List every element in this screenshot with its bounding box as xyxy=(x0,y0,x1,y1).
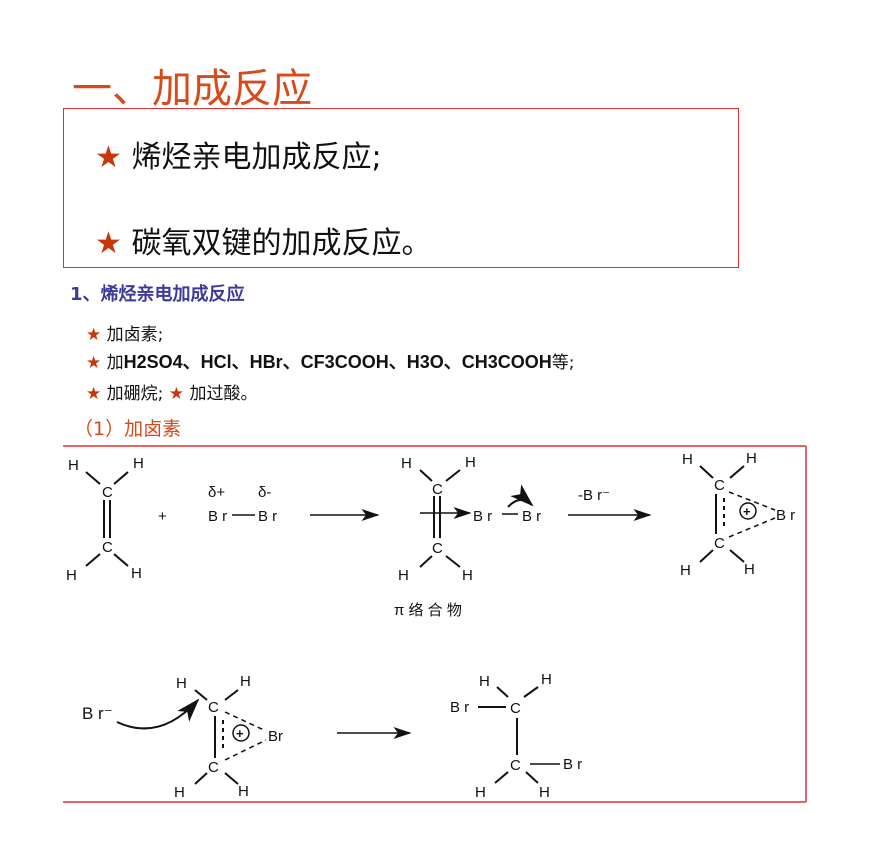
atom-h: H xyxy=(541,671,552,688)
summary-box xyxy=(63,108,739,268)
bullet: ★ 加H2SO4、HCl、HBr、CF3COOH、H3O、CH3COOH等; xyxy=(86,348,574,374)
atom-c: C xyxy=(208,699,219,716)
reagent-list: H2SO4、HCl、HBr、CF3COOH、H3O、CH3COOH xyxy=(123,352,552,372)
atom-h: H xyxy=(176,675,187,692)
atom-h: H xyxy=(680,562,691,579)
atom-h: H xyxy=(398,567,409,584)
star-icon: ★ xyxy=(168,384,185,404)
atom-h: H xyxy=(744,561,755,578)
page-title: 一、加成反应 xyxy=(72,66,312,112)
star-icon: ★ xyxy=(86,325,102,345)
star-icon: ★ xyxy=(95,140,122,175)
pi-complex-label: π 络 合 物 xyxy=(394,602,462,619)
atom-br: B r xyxy=(522,508,541,525)
positive-charge-icon: + xyxy=(236,726,244,741)
atom-c: C xyxy=(432,481,443,498)
atom-h: H xyxy=(238,783,249,800)
bullet-text: 等; xyxy=(551,353,575,373)
atom-c: C xyxy=(208,759,219,776)
atom-br: B r xyxy=(208,508,227,525)
atom-h: H xyxy=(68,457,79,474)
atom-h: H xyxy=(539,784,550,801)
bullet-text: 加过酸。 xyxy=(189,384,258,404)
atom-c: C xyxy=(510,700,521,717)
delta-minus: δ- xyxy=(258,484,271,501)
star-icon: ★ xyxy=(86,353,102,373)
bullet-text: 加卤素; xyxy=(106,325,164,345)
atom-h: H xyxy=(174,784,185,801)
atom-c: C xyxy=(510,757,521,774)
section-heading: （1）加卤素 xyxy=(74,418,182,440)
atom-h: H xyxy=(133,455,144,472)
star-icon: ★ xyxy=(95,226,122,261)
atom-labels: H H C C H H + δ+ δ- B r B r H H C C H H … xyxy=(66,450,795,801)
box-item-text: 烯烃亲电加成反应; xyxy=(131,140,382,175)
bullet: ★ 加硼烷; ★ 加过酸。 xyxy=(86,379,257,404)
atom-c: C xyxy=(714,477,725,494)
box-item: ★ 烯烃亲电加成反应; xyxy=(95,132,382,176)
atom-c: C xyxy=(432,540,443,557)
subheading: 1、烯烃亲电加成反应 xyxy=(70,284,245,305)
leaving-bromide-label: -B r⁻ xyxy=(578,487,610,504)
atom-c: C xyxy=(714,535,725,552)
bullet-text: 加 xyxy=(106,353,124,373)
bromide-ion: B r⁻ xyxy=(82,704,113,723)
atom-c: C xyxy=(102,539,113,556)
atom-h: H xyxy=(240,673,251,690)
box-item-text: 碳氧双键的加成反应。 xyxy=(131,226,432,261)
atom-h: H xyxy=(131,565,142,582)
box-item: ★ 碳氧双键的加成反应。 xyxy=(95,218,431,262)
star-icon: ★ xyxy=(86,384,102,404)
atom-br: B r xyxy=(563,756,582,773)
atom-br: Br xyxy=(268,728,283,745)
atom-h: H xyxy=(401,455,412,472)
atom-br: B r xyxy=(450,699,469,716)
atom-h: H xyxy=(682,451,693,468)
atom-br: B r xyxy=(258,508,277,525)
atom-h: H xyxy=(465,454,476,471)
positive-charge-icon: + xyxy=(743,504,751,519)
diagram-frame xyxy=(63,445,807,803)
bullet: ★ 加卤素; xyxy=(86,320,163,345)
atom-h: H xyxy=(462,567,473,584)
atom-c: C xyxy=(102,484,113,501)
atom-h: H xyxy=(66,567,77,584)
delta-plus: δ+ xyxy=(208,484,225,501)
atom-br: B r xyxy=(473,508,492,525)
atom-h: H xyxy=(479,673,490,690)
bullet-text: 加硼烷; xyxy=(106,384,164,404)
atom-br: B r xyxy=(776,507,795,524)
atom-h: H xyxy=(746,450,757,467)
atom-h: H xyxy=(475,784,486,801)
plus-sign: + xyxy=(158,508,167,525)
